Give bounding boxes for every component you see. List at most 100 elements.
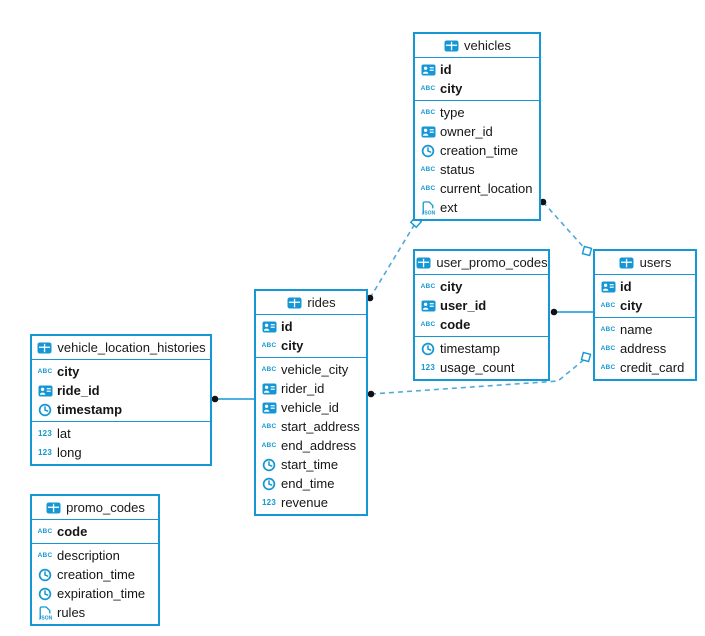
column-name: rules (57, 605, 86, 620)
relationship-line-vehicles-to-users (542, 201, 588, 252)
column-name: lat (57, 426, 71, 441)
table-header[interactable]: promo_codes (32, 496, 158, 520)
column-name: current_location (440, 181, 533, 196)
column-name: start_address (281, 419, 360, 434)
primary-key-row-city: ABC city (32, 362, 210, 381)
column-row-start_address: ABC start_address (256, 417, 366, 436)
timestamp-type-icon (420, 144, 436, 158)
timestamp-type-icon (420, 342, 436, 356)
relationship-dot-endpoint (550, 308, 558, 316)
string-type-icon: ABC (261, 366, 277, 373)
table-icon (443, 40, 459, 52)
column-name: owner_id (440, 124, 493, 139)
column-name: code (57, 524, 88, 539)
column-row-creation_time: creation_time (415, 141, 539, 160)
column-name: rider_id (281, 381, 325, 396)
column-name: name (620, 322, 653, 337)
column-name: usage_count (440, 360, 515, 375)
table-icon (286, 297, 302, 309)
primary-key-row-city: ABC city (415, 277, 548, 296)
column-row-vehicle_city: ABC vehicle_city (256, 360, 366, 379)
column-name: vehicle_city (281, 362, 349, 377)
table-header[interactable]: rides (256, 291, 366, 315)
table-icon (415, 257, 431, 269)
table-title: users (639, 255, 672, 270)
table-header[interactable]: vehicles (415, 34, 539, 58)
table-header[interactable]: user_promo_codes (415, 251, 548, 275)
primary-key-row-id: id (256, 317, 366, 336)
string-type-icon: ABC (37, 552, 53, 559)
column-row-creation_time: creation_time (32, 565, 158, 584)
timestamp-type-icon (261, 477, 277, 491)
json-type-icon: JSON (37, 605, 53, 620)
string-type-icon: ABC (37, 368, 53, 375)
string-type-icon: ABC (420, 283, 436, 290)
table-title: vehicles (464, 38, 511, 53)
json-type-icon: JSON (420, 200, 436, 215)
column-name: start_time (281, 457, 339, 472)
string-type-icon: ABC (261, 423, 277, 430)
primary-key-row-id: id (415, 60, 539, 79)
timestamp-type-icon (37, 568, 53, 582)
column-name: user_id (440, 298, 487, 313)
column-name: city (57, 364, 80, 379)
relationship-diamond-endpoint (581, 245, 593, 257)
string-type-icon: ABC (420, 85, 436, 92)
string-type-icon: ABC (420, 109, 436, 116)
table-title: rides (307, 295, 336, 310)
column-name: creation_time (440, 143, 519, 158)
column-row-end_time: end_time (256, 474, 366, 493)
column-name: long (57, 445, 82, 460)
column-name: vehicle_id (281, 400, 339, 415)
number-type-icon: 123 (38, 448, 52, 457)
column-row-rider_id: rider_id (256, 379, 366, 398)
column-name: type (440, 105, 465, 120)
uuid-type-icon (37, 385, 53, 397)
string-type-icon: ABC (420, 185, 436, 192)
column-name: ride_id (57, 383, 100, 398)
uuid-type-icon (420, 64, 436, 76)
relationship-line-rides-to-vehicles (369, 221, 417, 299)
uuid-type-icon (261, 383, 277, 395)
table-header[interactable]: users (595, 251, 695, 275)
string-type-icon: ABC (600, 345, 616, 352)
table-header[interactable]: vehicle_location_histories (32, 336, 210, 360)
relationship-diamond-endpoint (580, 351, 592, 363)
column-name: creation_time (57, 567, 136, 582)
svg-text:JSON: JSON (39, 615, 52, 619)
number-type-icon: 123 (421, 363, 435, 372)
string-type-icon: ABC (600, 302, 616, 309)
column-name: ext (440, 200, 458, 215)
string-type-icon: ABC (420, 166, 436, 173)
string-type-icon: ABC (600, 326, 616, 333)
column-row-timestamp: timestamp (415, 339, 548, 358)
column-name: city (620, 298, 643, 313)
table-icon (36, 342, 52, 354)
uuid-type-icon (600, 281, 616, 293)
column-name: status (440, 162, 475, 177)
column-name: city (440, 279, 463, 294)
column-row-name: ABC name (595, 320, 695, 339)
column-row-expiration_time: expiration_time (32, 584, 158, 603)
